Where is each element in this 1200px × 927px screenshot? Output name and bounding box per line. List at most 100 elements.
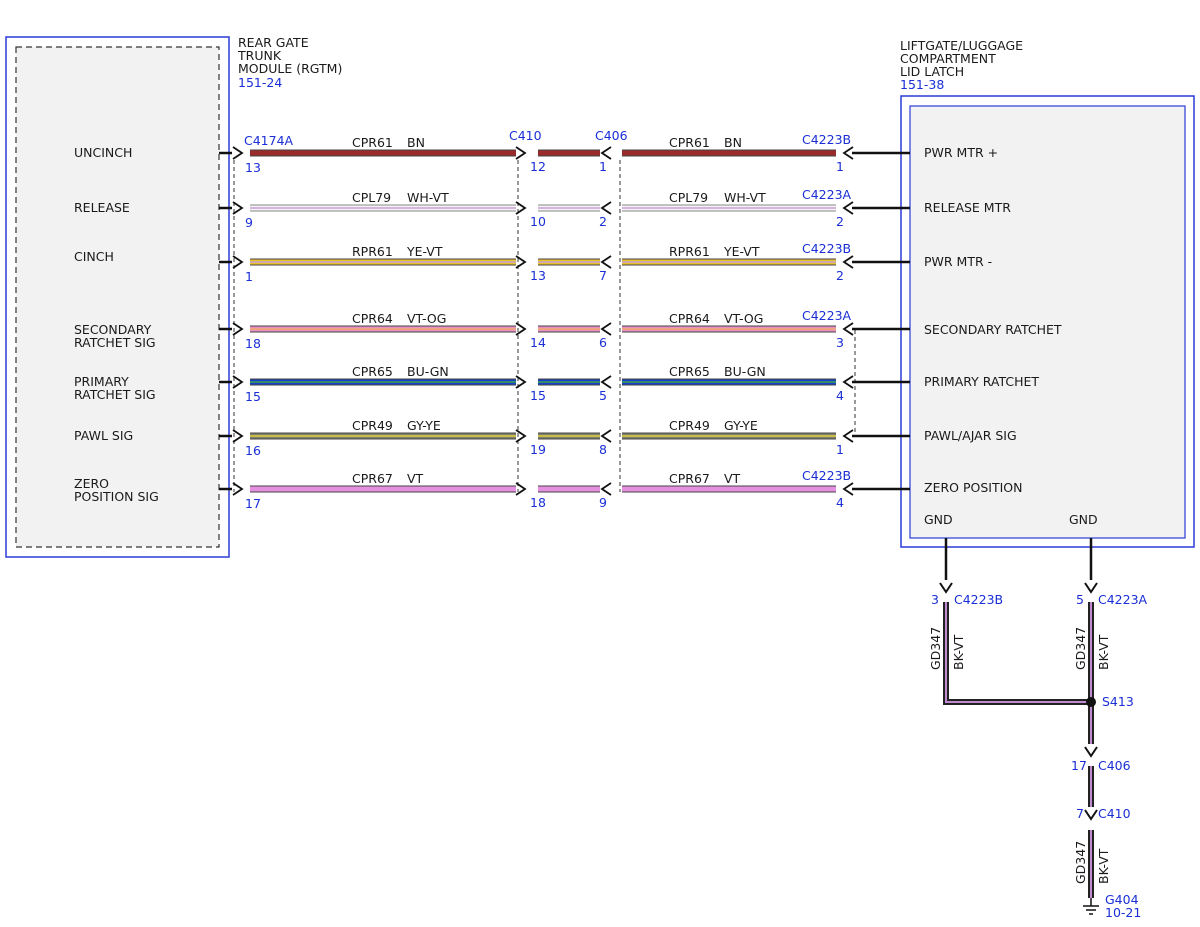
left-module-body [15,46,220,548]
circuit-label-right: CPR64 [669,311,710,326]
circuit-label-left: RPR61 [352,244,393,259]
left-pin-label: RATCHET SIG [74,335,156,350]
color-label-left: BN [407,135,425,150]
gnd-lower-color-label: BK-VT [1096,848,1111,884]
circuit-label-left: CPL79 [352,190,391,205]
right-pin-label: PRIMARY RATCHET [924,374,1039,389]
right-connector-label: C4223A [802,308,852,323]
right-module-outer-border [900,95,1195,548]
circuit-label-left: CPR67 [352,471,393,486]
c406-arrow [600,146,612,160]
color-label-right: WH-VT [724,190,766,205]
pin-c410: 14 [530,335,546,350]
c406-arrow [600,201,612,215]
gnd-left-wire-stripe [945,602,1091,703]
left-module-outer-border [5,36,230,558]
color-label-left: BU-GN [407,364,449,379]
c410-arrow [515,482,527,496]
c4174a-arrow [232,322,244,336]
left-pin-label: CINCH [74,249,114,264]
pin-c406: 9 [599,495,607,510]
gnd-left-connector: C4223B [954,592,1003,607]
right-connector-arrow [842,375,854,389]
pin-right: 1 [836,442,844,457]
c410-gnd-pin: 7 [1076,806,1084,821]
pin-c406: 1 [599,159,607,174]
c410-connector-label: C410 [509,128,542,143]
right-pin-label: RELEASE MTR [924,200,1011,215]
pin-right: 1 [836,159,844,174]
pin-right: 2 [836,268,844,283]
c4174a-arrow [232,255,244,269]
circuit-label-right: CPR67 [669,471,710,486]
color-label-right: VT-OG [724,311,763,326]
right-connector-label: C4223B [802,468,851,483]
c4174a-arrow [232,201,244,215]
c406-arrow [600,255,612,269]
pin-right: 3 [836,335,844,350]
c4174a-arrow [232,375,244,389]
right-module-gnd-label-2: GND [1069,512,1098,527]
ground-symbol [1083,898,1099,915]
circuit-label-left: CPR65 [352,364,393,379]
right-pin-label: PAWL/AJAR SIG [924,428,1017,443]
color-label-left: WH-VT [407,190,449,205]
left-module-title-2: TRUNK [237,48,282,63]
circuit-label-left: CPR61 [352,135,393,150]
pin-left: 1 [245,269,253,284]
pin-left: 13 [245,160,261,175]
right-connector-arrow [842,429,854,443]
color-label-left: GY-YE [407,418,441,433]
gnd-left-wire-base [943,602,1091,705]
left-module: REAR GATE TRUNK MODULE (RGTM) 151-24 C41… [5,35,342,558]
right-connector-arrow [842,322,854,336]
pin-right: 4 [836,388,844,403]
c406-connector-label: C406 [595,128,628,143]
pin-c406: 5 [599,388,607,403]
pin-right: 2 [836,214,844,229]
color-label-left: VT [407,471,424,486]
right-pin-label: PWR MTR - [924,254,992,269]
right-connector-arrow [842,255,854,269]
pin-c406: 6 [599,335,607,350]
color-label-left: VT-OG [407,311,446,326]
color-label-right: VT [724,471,741,486]
pin-c410: 12 [530,159,546,174]
gnd-left-arrow [939,582,953,594]
gnd-right-color-label: BK-VT [1096,634,1111,670]
pin-left: 16 [245,443,261,458]
left-pin-label: POSITION SIG [74,489,159,504]
circuit-label-left: CPR64 [352,311,393,326]
pin-c410: 13 [530,268,546,283]
c410-arrow [515,429,527,443]
color-label-right: BU-GN [724,364,766,379]
ground-circuit: 3 C4223B 5 C4223A GD347 BK-VT GD347 BK-V… [928,538,1148,920]
gnd-right-arrow [1084,582,1098,594]
connector-dashed-lines [233,160,856,492]
pin-c406: 7 [599,268,607,283]
gnd-right-pin: 5 [1076,592,1084,607]
color-label-right: BN [724,135,742,150]
c410-arrow [515,322,527,336]
circuit-label-right: CPL79 [669,190,708,205]
c406-gnd-arrow [1084,746,1098,758]
circuit-label-right: CPR61 [669,135,710,150]
pin-c406: 8 [599,442,607,457]
color-label-right: YE-VT [723,244,760,259]
gnd-lower-circuit-label: GD347 [1073,841,1088,884]
c410-arrow [515,146,527,160]
pin-left: 9 [245,215,253,230]
right-module-ref: 151-38 [900,77,944,92]
left-module-title-1: REAR GATE [238,35,309,50]
c406-arrow [600,375,612,389]
splice-label: S413 [1102,694,1134,709]
right-pin-label: ZERO POSITION [924,480,1022,495]
left-pin-label: PRIMARY [74,374,129,389]
